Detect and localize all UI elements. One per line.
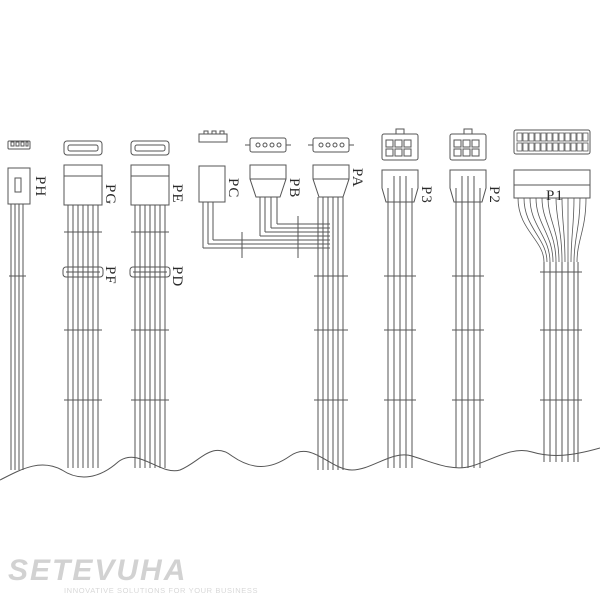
label-pd: PD (169, 266, 185, 287)
connector-pg-pf (62, 140, 104, 468)
break-line (0, 447, 600, 481)
label-p1: P1 (546, 188, 564, 204)
label-p2: P2 (486, 186, 502, 204)
label-ph: PH (32, 176, 48, 197)
label-pe: PE (169, 184, 185, 204)
label-pc: PC (225, 178, 241, 198)
connector-p1 (513, 129, 591, 462)
connector-pc (198, 130, 330, 258)
connector-pb (245, 137, 330, 258)
label-pf: PF (102, 266, 118, 285)
connector-ph (7, 140, 31, 470)
label-p3: P3 (418, 186, 434, 204)
connector-pe-pd (129, 140, 171, 468)
connector-labels: PH PG PF PE PD PC PB PA P3 P2 P1 (32, 168, 564, 287)
watermark: SETEVUHA INNOVATIVE SOLUTIONS FOR YOUR B… (8, 556, 268, 600)
label-pa: PA (349, 168, 365, 188)
watermark-brand: SETEVUHA (8, 554, 188, 587)
connector-p2 (449, 128, 487, 468)
connector-p3 (381, 128, 419, 468)
label-pg: PG (102, 184, 118, 205)
connector-pa (308, 137, 354, 470)
label-pb: PB (286, 178, 302, 198)
watermark-tagline: INNOVATIVE SOLUTIONS FOR YOUR BUSINESS (64, 586, 259, 595)
